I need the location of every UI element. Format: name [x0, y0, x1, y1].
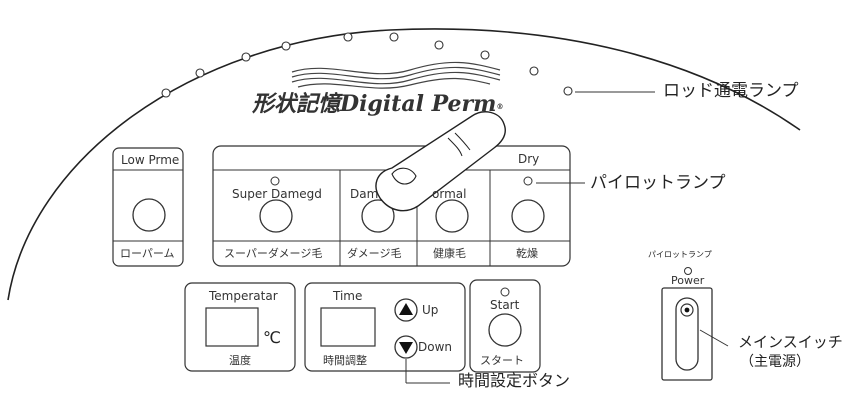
damaged-label: Dam	[350, 187, 379, 201]
super-damaged-label: Super Damegd	[232, 187, 322, 201]
rod-lamp	[480, 50, 490, 60]
down-label: Down	[418, 340, 453, 354]
power-pilot-lamp	[684, 267, 692, 275]
rod-lamp	[343, 32, 353, 42]
start-button[interactable]	[488, 313, 522, 347]
temperature-panel	[184, 282, 296, 372]
time-sub: 時間調整	[323, 354, 367, 367]
main-switch-callout: メインスイッチ	[738, 333, 843, 351]
start-label: Start	[490, 298, 520, 312]
power-switch[interactable]	[675, 297, 699, 371]
up-label: Up	[422, 303, 439, 317]
pointing-finger	[375, 111, 506, 212]
registered-mark: ®	[496, 102, 504, 111]
pilot-lamp	[523, 176, 533, 186]
time-label: Time	[333, 289, 363, 303]
normal-button[interactable]	[435, 199, 469, 233]
rod-lamp	[563, 86, 573, 96]
rod-lamp	[529, 66, 539, 76]
brand-waves	[291, 61, 501, 89]
time-display	[320, 307, 376, 347]
dry-sub: 乾燥	[516, 247, 538, 260]
temperature-label: Temperatar	[209, 289, 278, 303]
low-perm-sub: ローパーム	[120, 247, 175, 260]
dry-button[interactable]	[511, 199, 545, 233]
main-switch-note: （主電源）	[740, 354, 810, 370]
mode-group-panel	[212, 145, 571, 267]
device-outline	[7, 28, 801, 301]
start-panel	[469, 279, 541, 373]
rod-lamp	[161, 88, 171, 98]
low-perm-panel	[112, 147, 184, 267]
start-sub: スタート	[480, 354, 524, 367]
pilot-lamp-callout: パイロットランプ	[590, 173, 726, 193]
normal-sub: 健康毛	[433, 247, 466, 260]
rod-lamp-callout: ロッド通電ランプ	[663, 81, 799, 101]
rod-lamp	[434, 40, 444, 50]
triangle-up-icon	[399, 303, 413, 315]
pilot-lamp	[270, 176, 280, 186]
main-switch-leader	[699, 329, 729, 347]
super-damaged-button[interactable]	[259, 199, 293, 233]
power-label: Power	[671, 274, 705, 287]
damaged-button[interactable]	[361, 199, 395, 233]
super-damaged-sub: スーパーダメージ毛	[224, 247, 323, 260]
power-pilot-label: パイロットランプ	[648, 250, 712, 259]
temperature-sub: 温度	[229, 354, 251, 367]
dry-label: Dry	[518, 152, 540, 166]
rod-lamps	[161, 32, 573, 98]
rod-lamp	[241, 52, 251, 62]
time-panel	[304, 282, 466, 372]
triangle-down-icon	[399, 342, 413, 354]
rod-lamp	[281, 41, 291, 51]
celsius-unit: ℃	[263, 328, 281, 347]
low-perm-label: Low Prme	[121, 153, 180, 167]
low-perm-button[interactable]	[132, 198, 166, 232]
brand-title: 形状記憶Digital Perm®	[252, 91, 504, 117]
time-set-callout: 時間設定ボタン	[458, 371, 571, 390]
normal-label: ormal	[432, 187, 467, 201]
damaged-sub: ダメージ毛	[347, 247, 402, 260]
rod-lamp	[195, 68, 205, 78]
temperature-display	[205, 307, 259, 347]
start-lamp	[500, 287, 510, 297]
rod-lamp	[389, 32, 399, 42]
